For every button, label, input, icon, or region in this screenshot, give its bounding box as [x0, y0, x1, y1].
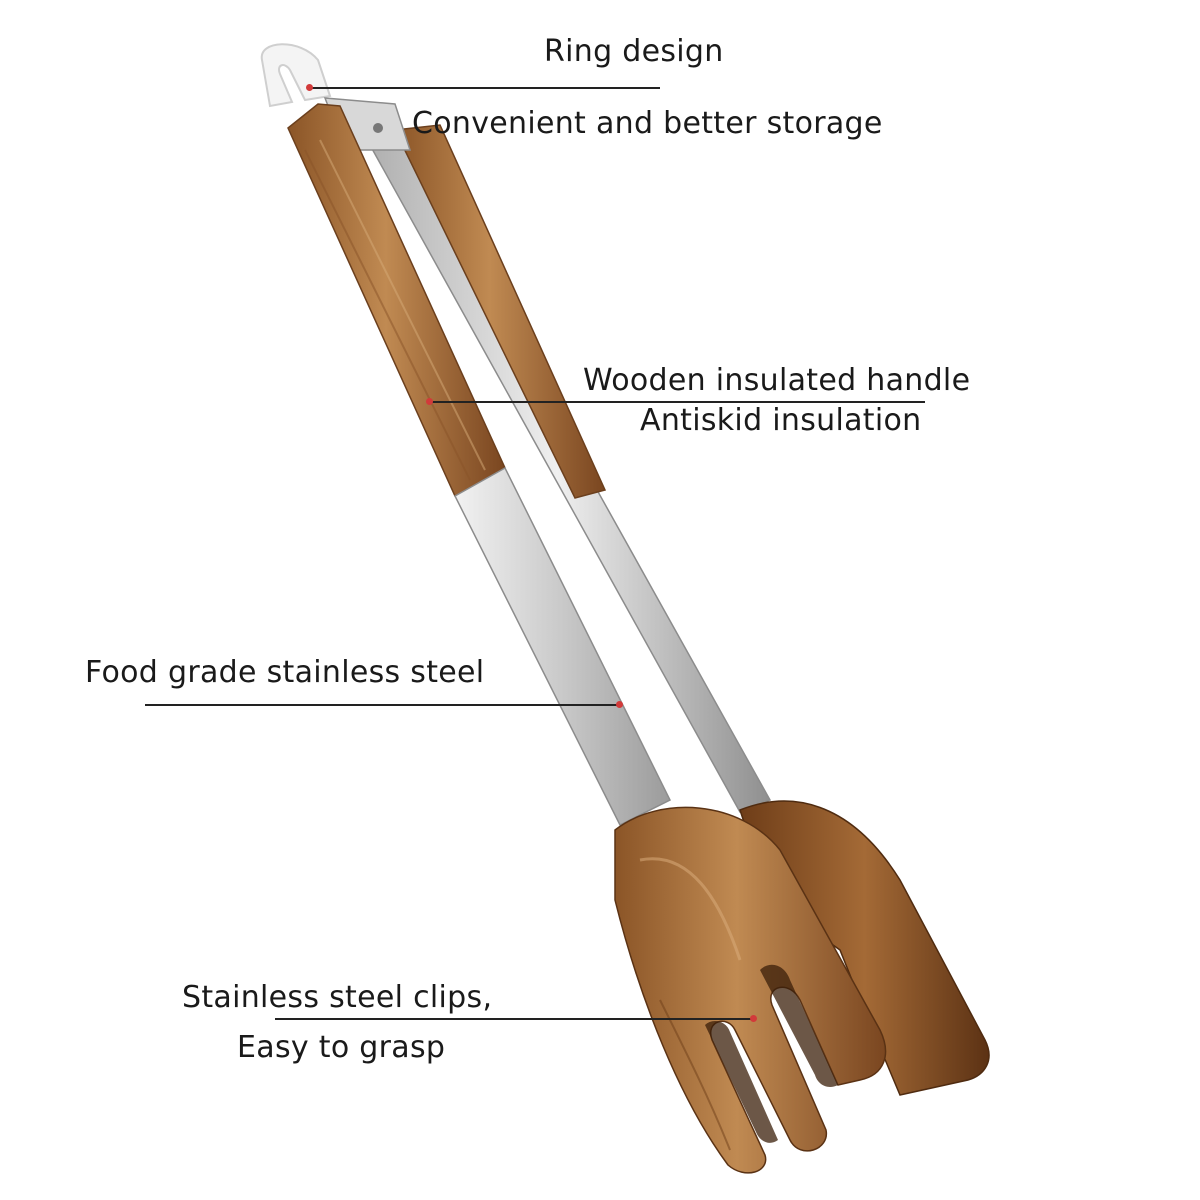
ring-subtitle: Convenient and better storage — [412, 106, 883, 141]
handle-marker-dot — [426, 398, 433, 405]
clips-subtitle: Easy to grasp — [237, 1030, 446, 1065]
front-wooden-paddle — [614, 806, 887, 1174]
steel-title: Food grade stainless steel — [85, 655, 485, 690]
hanging-ring — [260, 43, 332, 108]
back-wooden-paddle — [739, 800, 990, 1096]
ring-marker-dot — [306, 84, 313, 91]
steel-leader-line — [145, 704, 620, 706]
front-steel-arm — [454, 466, 672, 827]
handle-subtitle: Antiskid insulation — [640, 403, 922, 438]
clips-leader-line — [275, 1018, 755, 1020]
ring-title: Ring design — [544, 34, 724, 69]
steel-marker-dot — [616, 701, 623, 708]
handle-leader-line — [430, 401, 925, 403]
clips-title: Stainless steel clips, — [182, 980, 493, 1015]
clips-marker-dot — [750, 1015, 757, 1022]
handle-title: Wooden insulated handle — [583, 363, 971, 398]
ring-leader-line — [310, 87, 660, 89]
